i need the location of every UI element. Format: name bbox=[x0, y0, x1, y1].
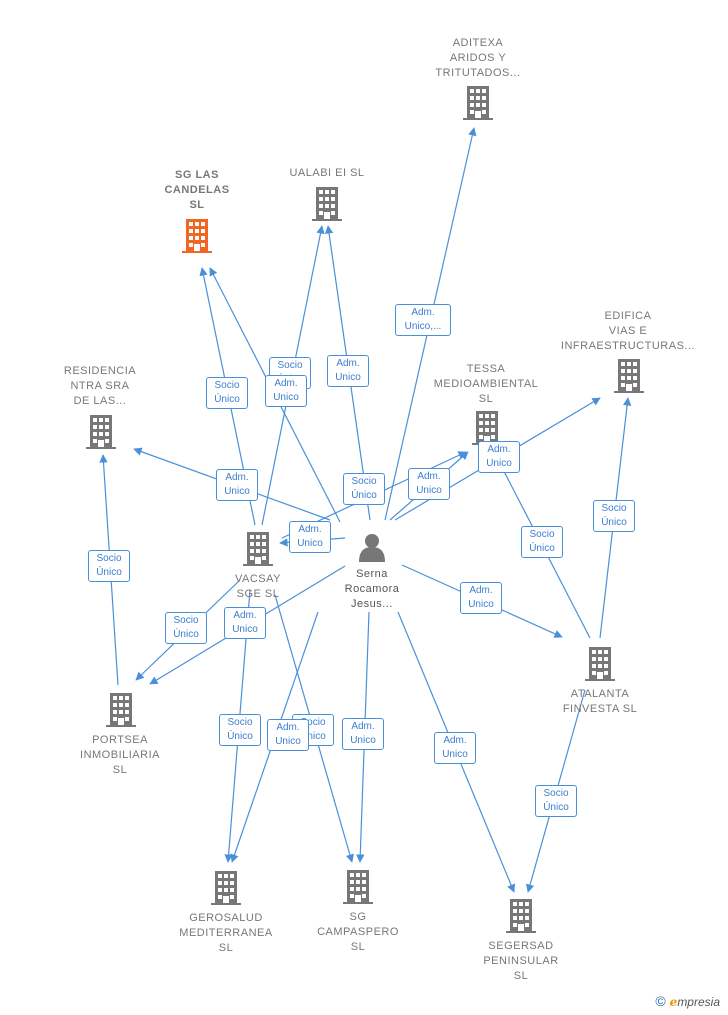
building-icon[interactable] bbox=[243, 532, 273, 566]
edge-label[interactable]: Adm. Unico bbox=[460, 582, 502, 614]
node-label-aditexa[interactable]: ADITEXA ARIDOS Y TRITUTADOS... bbox=[435, 37, 521, 79]
node-label-segersad[interactable]: SEGERSAD PENINSULAR SL bbox=[483, 940, 559, 982]
node-label-portsea[interactable]: PORTSEA INMOBILIARIA SL bbox=[80, 734, 160, 776]
building-icon[interactable] bbox=[312, 187, 342, 221]
building-icon[interactable] bbox=[472, 411, 502, 445]
node-label-tessa[interactable]: TESSA MEDIOAMBIENTAL SL bbox=[433, 363, 539, 405]
node-label-edifica[interactable]: EDIFICA VIAS E INFRAESTRUCTURAS... bbox=[560, 310, 696, 352]
edge-label[interactable]: Adm. Unico bbox=[327, 355, 369, 387]
edge-label[interactable]: Socio Único bbox=[206, 377, 248, 409]
building-icon[interactable] bbox=[211, 871, 241, 905]
building-icon[interactable] bbox=[585, 647, 615, 681]
building-icon[interactable] bbox=[182, 219, 212, 253]
building-icon[interactable] bbox=[463, 86, 493, 120]
building-icon[interactable] bbox=[506, 899, 536, 933]
edge-label[interactable]: Socio Único bbox=[593, 500, 635, 532]
edge-label[interactable]: Adm. Unico,... bbox=[395, 304, 451, 336]
edge-label[interactable]: Socio Único bbox=[219, 714, 261, 746]
node-label-vacsay[interactable]: VACSAY SGE SL bbox=[235, 573, 281, 600]
node-label-gerosalud[interactable]: GEROSALUD MEDITERRANEA SL bbox=[179, 912, 273, 954]
building-icon[interactable] bbox=[86, 415, 116, 449]
node-label-atalanta[interactable]: ATALANTA FINVESTA SL bbox=[562, 688, 638, 715]
building-icon[interactable] bbox=[106, 693, 136, 727]
edge-label[interactable]: Adm. Unico bbox=[408, 468, 450, 500]
edge-label[interactable]: Socio Único bbox=[343, 473, 385, 505]
edge-label[interactable]: Socio Único bbox=[88, 550, 130, 582]
node-label-residencia[interactable]: RESIDENCIA NTRA SRA DE LAS... bbox=[63, 365, 137, 407]
edge-label[interactable]: Adm. Unico bbox=[224, 607, 266, 639]
node-label-ualabi[interactable]: UALABI EI SL bbox=[289, 167, 365, 179]
copyright-icon: © bbox=[655, 993, 666, 1009]
building-icon[interactable] bbox=[343, 870, 373, 904]
brand-logo: ©empresia bbox=[655, 993, 720, 1009]
edge-label[interactable]: Adm. Unico bbox=[342, 718, 384, 750]
node-label-serna[interactable]: Serna Rocamora Jesus... bbox=[344, 568, 400, 610]
edge-label[interactable]: Socio Único bbox=[535, 785, 577, 817]
node-label-sg_campaspero[interactable]: SG CAMPASPERO SL bbox=[317, 911, 399, 953]
edge-label[interactable]: Adm. Unico bbox=[478, 441, 520, 473]
brand-e: e bbox=[669, 995, 678, 1009]
edge-label[interactable]: Adm. Unico bbox=[265, 375, 307, 407]
node-label-sg_candelas[interactable]: SG LAS CANDELAS SL bbox=[164, 169, 230, 211]
building-icon[interactable] bbox=[614, 359, 644, 393]
person-icon[interactable] bbox=[359, 534, 385, 562]
edge-label[interactable]: Adm. Unico bbox=[434, 732, 476, 764]
edge-label[interactable]: Adm. Unico bbox=[216, 469, 258, 501]
edge-label[interactable]: Socio Único bbox=[165, 612, 207, 644]
edge-label[interactable]: Adm. Unico bbox=[267, 719, 309, 751]
edge-label[interactable]: Adm. Unico bbox=[289, 521, 331, 553]
brand-name: mpresia bbox=[677, 995, 720, 1009]
edge-label[interactable]: Socio Único bbox=[521, 526, 563, 558]
